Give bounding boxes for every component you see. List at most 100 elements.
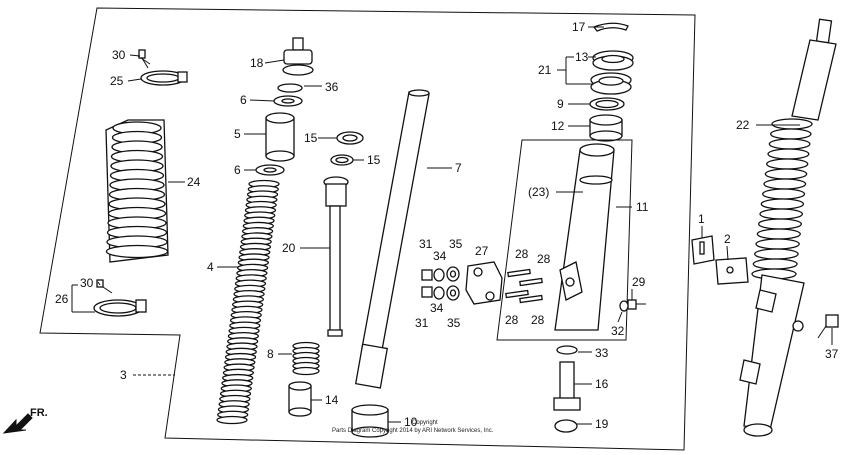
back-up-ring[interactable] xyxy=(589,97,625,111)
fork-slider-group-frame xyxy=(496,139,633,341)
hose-guide-bracket[interactable] xyxy=(691,235,715,265)
plain-washer-upper[interactable] xyxy=(446,266,460,282)
callout-10: 10 xyxy=(404,415,418,429)
reflector-bracket[interactable] xyxy=(715,257,749,285)
spring-washer-lower[interactable] xyxy=(433,286,445,300)
fork-boot[interactable] xyxy=(105,119,169,263)
assembly-boot-rib xyxy=(759,208,804,220)
callout-6-lower: 6 xyxy=(234,163,241,177)
rebound-spring[interactable] xyxy=(292,341,320,376)
callout-2: 2 xyxy=(724,232,731,246)
assembly-boot-rib xyxy=(755,238,800,250)
fork-tube[interactable] xyxy=(354,89,430,389)
assembly-boot-rib xyxy=(752,258,798,270)
o-ring[interactable] xyxy=(277,83,303,93)
fork-bolt[interactable] xyxy=(282,37,314,76)
front-arrow-icon xyxy=(2,413,33,434)
drain-bolt[interactable] xyxy=(627,299,646,310)
callout-28-lower-a: 28 xyxy=(505,313,519,327)
callout-25: 25 xyxy=(110,74,124,88)
callout-6-upper: 6 xyxy=(240,93,247,107)
oil-seal[interactable] xyxy=(590,72,632,95)
holder-stud-lower-a[interactable] xyxy=(505,289,529,299)
boot-clamp-upper[interactable] xyxy=(137,55,188,86)
oil-lock-piece[interactable] xyxy=(288,381,312,417)
plain-washer-lower[interactable] xyxy=(446,285,460,301)
damper-rod[interactable] xyxy=(323,176,349,337)
callout-11: 11 xyxy=(636,200,649,214)
clamp-screw-lower[interactable] xyxy=(96,279,113,294)
spring-seat-lower[interactable] xyxy=(255,164,285,176)
assembly-boot-rib xyxy=(768,138,811,150)
fork-bolt-side[interactable] xyxy=(817,314,839,339)
assembly-boot-rib xyxy=(763,178,807,190)
callout-36: 36 xyxy=(325,80,339,94)
callout-5: 5 xyxy=(234,127,241,141)
copyright-notice: Copyright Parts Diagram Copyright 2014 b… xyxy=(332,420,494,434)
callout-15-upper: 15 xyxy=(304,131,318,145)
axle-holder[interactable] xyxy=(465,261,503,305)
sealing-washer-drain[interactable] xyxy=(619,300,629,312)
guide-bushing[interactable] xyxy=(589,114,623,142)
callout-17: 17 xyxy=(572,20,586,34)
holder-stud-lower-b[interactable] xyxy=(519,294,543,304)
spring-washer-upper[interactable] xyxy=(433,268,445,282)
callout-3: 3 xyxy=(120,368,127,382)
boot-clamp-lower[interactable] xyxy=(93,299,147,317)
boot-rib xyxy=(105,244,169,259)
clamp-screw-upper[interactable] xyxy=(138,49,149,69)
front-fork-assembly[interactable] xyxy=(739,18,837,437)
callout-21: 21 xyxy=(538,63,552,77)
front-direction-label: FR. xyxy=(30,407,48,419)
callout-22: 22 xyxy=(736,118,750,132)
callout-8: 8 xyxy=(267,347,274,361)
leader-lines xyxy=(71,26,833,425)
callout-35-lower: 35 xyxy=(447,316,461,330)
callout-labels: 30 25 24 30 26 3 18 36 6 5 6 4 15 15 20 … xyxy=(55,20,839,431)
spring-coil xyxy=(216,415,248,425)
fork-spring[interactable] xyxy=(216,179,280,425)
drain-gasket[interactable] xyxy=(554,419,578,433)
callout-13: 13 xyxy=(575,50,589,64)
socket-bolt[interactable] xyxy=(553,361,581,411)
dust-seal[interactable] xyxy=(592,50,634,71)
callout-1: 1 xyxy=(698,212,705,226)
axle-nut-lower[interactable] xyxy=(421,286,433,298)
assembly-boot-rib xyxy=(754,248,799,260)
slider-bushing[interactable] xyxy=(351,404,389,438)
callout-9: 9 xyxy=(557,97,564,111)
rebound-washer-lower[interactable] xyxy=(330,154,354,166)
callout-32: 32 xyxy=(611,324,625,338)
callout-34-lower: 34 xyxy=(430,301,444,315)
assembly-boot-rib xyxy=(762,188,806,200)
callout-23: (23) xyxy=(528,185,549,199)
spring-seat-upper[interactable] xyxy=(273,95,303,107)
assembly-boot-rib xyxy=(767,148,810,160)
callout-20: 20 xyxy=(282,241,296,255)
callout-26: 26 xyxy=(55,292,69,306)
assembly-boot-rib xyxy=(760,198,805,210)
callout-16: 16 xyxy=(595,377,609,391)
holder-stud-upper-b[interactable] xyxy=(519,277,543,287)
callout-35-upper: 35 xyxy=(449,237,463,251)
fork-slider[interactable] xyxy=(554,143,615,331)
axle-nut-upper[interactable] xyxy=(421,269,433,281)
holder-stud-upper-a[interactable] xyxy=(507,268,531,278)
assembly-boot-rib xyxy=(758,218,802,230)
rebound-washer-upper[interactable] xyxy=(336,131,364,145)
copyright-line-2: Parts Diagram Copyright 2014 by ARI Netw… xyxy=(332,428,494,434)
callout-15-lower: 15 xyxy=(367,153,381,167)
assembly-boot-rib xyxy=(764,168,808,180)
stopper-ring[interactable] xyxy=(592,22,629,32)
socket-bolt-gasket[interactable] xyxy=(556,345,578,355)
callout-24: 24 xyxy=(187,175,201,189)
copyright-line-1: Copyright xyxy=(412,420,438,426)
callout-30-upper: 30 xyxy=(112,48,126,62)
callout-4: 4 xyxy=(207,260,214,274)
spring-collar[interactable] xyxy=(265,112,295,162)
assembly-boundary xyxy=(39,7,696,451)
callout-34-upper: 34 xyxy=(433,249,447,263)
callout-14: 14 xyxy=(325,393,339,407)
assembly-boot-rib xyxy=(771,118,813,130)
